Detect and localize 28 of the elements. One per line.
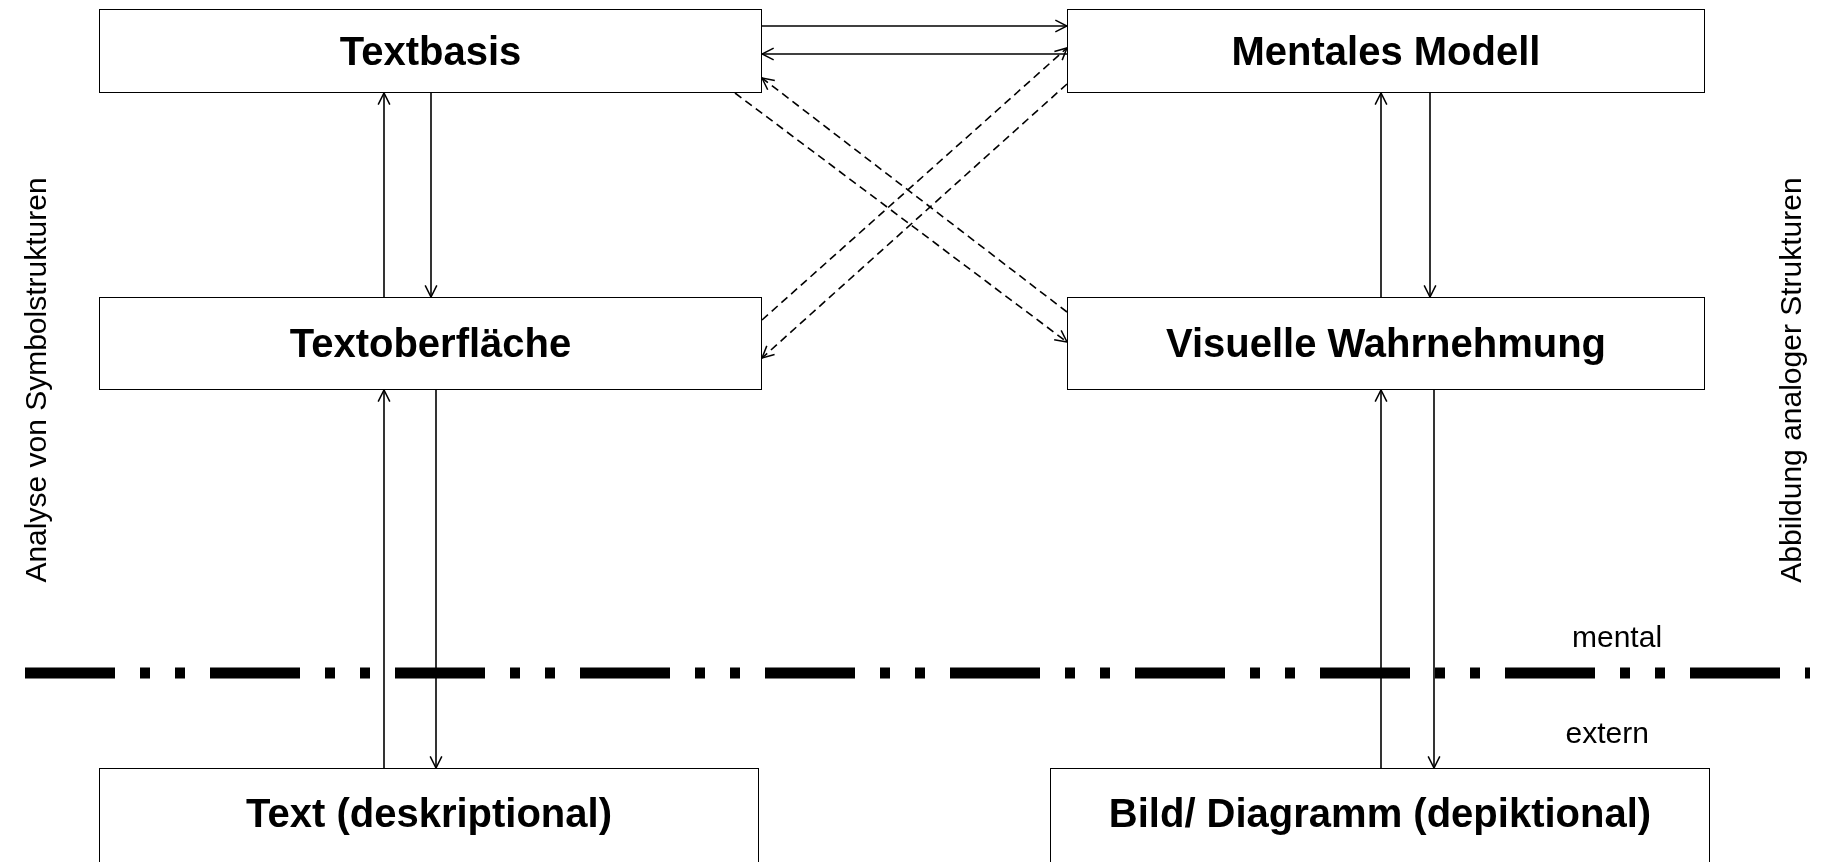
arrow	[1374, 92, 1388, 298]
arrow	[377, 92, 391, 298]
arrow	[761, 83, 1068, 359]
process-box	[99, 768, 759, 862]
arrow	[1423, 92, 1437, 298]
process-box	[1067, 9, 1705, 93]
arrow	[377, 389, 391, 769]
arrow	[1374, 389, 1388, 769]
arrow	[424, 92, 438, 298]
arrow	[1427, 389, 1441, 769]
process-box	[1067, 297, 1705, 390]
arrow	[734, 92, 1068, 343]
process-box	[99, 9, 762, 93]
box-label: Text (deskriptional)	[246, 791, 612, 836]
region-label: extern	[1565, 716, 1649, 750]
box-label: Textoberfläche	[289, 321, 572, 366]
arrow	[429, 389, 443, 769]
box-label: Textbasis	[339, 28, 522, 74]
side-label: Abbildung analoger Strukturen	[1773, 177, 1808, 583]
box-label: Mentales Modell	[1231, 28, 1541, 74]
arrow	[761, 19, 1068, 33]
process-box	[99, 297, 762, 390]
box-label: Visuelle Wahrnehmung	[1165, 321, 1607, 366]
arrow	[761, 47, 1068, 61]
process-box	[1050, 768, 1710, 862]
side-label: Analyse von Symbolstrukturen	[18, 177, 53, 583]
box-label: Bild/ Diagramm (depiktional)	[1108, 791, 1652, 836]
region-label: mental	[1572, 620, 1663, 654]
